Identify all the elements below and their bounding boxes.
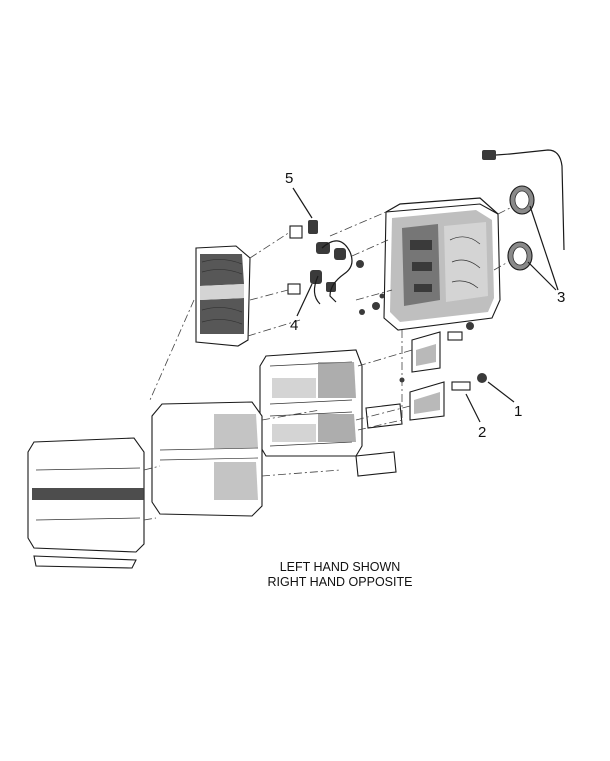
reflector-bezel bbox=[259, 349, 363, 457]
wire-harness-lead bbox=[482, 149, 565, 251]
caption-line-2: RIGHT HAND OPPOSITE bbox=[267, 575, 413, 589]
callout-label-1: 1 bbox=[514, 403, 522, 420]
cover-lens bbox=[27, 437, 145, 569]
gasket-upper bbox=[509, 185, 535, 215]
callout-label-5: 5 bbox=[285, 170, 293, 187]
reflector-cups bbox=[409, 331, 471, 421]
lens-inserts bbox=[355, 403, 403, 477]
inner-lens bbox=[151, 401, 263, 517]
housing-fasteners bbox=[356, 260, 487, 383]
bulb-socket-harness bbox=[287, 220, 353, 305]
lamp-housing bbox=[383, 197, 501, 331]
callout-1: 1 bbox=[487, 381, 522, 420]
callout-4: 4 bbox=[290, 283, 313, 334]
callout-label-3: 3 bbox=[557, 289, 565, 306]
callout-3: 3 bbox=[527, 205, 565, 306]
gasket-lower bbox=[507, 241, 533, 271]
outer-lens bbox=[195, 245, 251, 347]
alignment-lines bbox=[143, 207, 511, 521]
callout-5: 5 bbox=[285, 170, 313, 219]
caption-line-1: LEFT HAND SHOWN bbox=[279, 560, 401, 574]
callout-label-2: 2 bbox=[478, 424, 486, 441]
callout-label-4: 4 bbox=[290, 317, 298, 334]
callout-2: 2 bbox=[465, 393, 486, 441]
